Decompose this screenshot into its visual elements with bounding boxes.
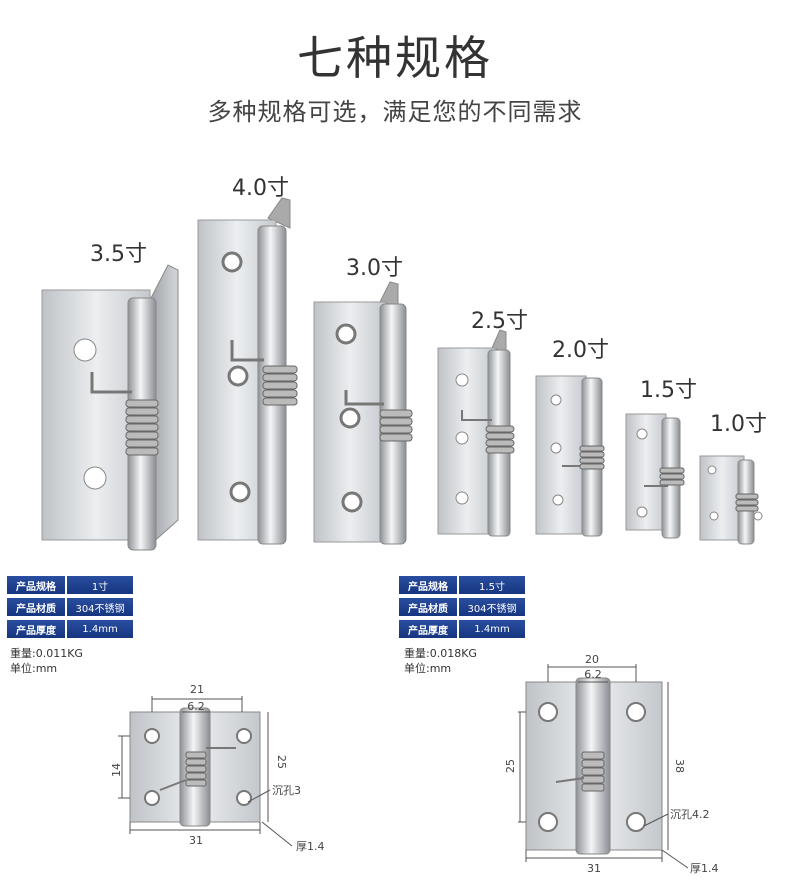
size-label-1-0: 1.0寸 [710,412,767,437]
dim-width-top: 21 [190,683,204,696]
dim-hole: 沉孔3 [272,784,301,797]
dim-height-right: 38 [673,759,686,773]
hinge-2-0 [535,375,605,537]
spec-key: 产品厚度 [398,619,458,639]
hinge-3-0 [313,281,413,545]
hinge-2-5 [437,329,515,537]
weight-text: 重量:0.011KG [10,647,83,660]
dim-barrel: 6.2 [584,668,602,681]
drawing-left: 21 6.2 14 25 沉孔3 31 厚1.4 [110,683,325,853]
dim-width-bottom: 31 [587,862,601,875]
spec-key: 产品厚度 [6,619,66,639]
page-subtitle: 多种规格可选，满足您的不同需求 [207,98,583,126]
spec-value: 1.4mm [66,619,134,639]
size-label-3-5: 3.5寸 [90,242,147,267]
spec-key: 产品材质 [398,597,458,617]
unit-text: 单位:mm [10,662,58,675]
spec-notes-right: 重量:0.018KG 单位:mm [404,646,477,676]
dim-hole: 沉孔4.2 [670,808,710,821]
weight-text: 重量:0.018KG [404,647,477,660]
spec-value: 304不锈钢 [458,597,526,617]
dim-thickness: 厚1.4 [296,840,325,853]
dim-thickness: 厚1.4 [690,862,719,875]
dim-height-right: 25 [275,755,288,769]
size-label-2-5: 2.5寸 [471,309,528,334]
hinge-1-5 [625,413,685,539]
hinge-4-0 [197,197,298,545]
drawing-right: 20 6.2 25 38 沉孔4.2 31 厚1.4 [504,653,719,875]
hinge-3-5 [41,264,179,551]
size-label-4-0: 4.0寸 [232,176,289,201]
spec-key: 产品规格 [398,575,458,595]
dim-width-top: 20 [585,653,599,666]
dim-width-bottom: 31 [189,834,203,847]
hinge-1-0 [699,455,763,545]
dim-barrel: 6.2 [187,700,205,713]
spec-key: 产品材质 [6,597,66,617]
size-label-2-0: 2.0寸 [552,338,609,363]
spec-value: 1寸 [66,575,134,595]
size-label-1-5: 1.5寸 [640,378,697,403]
spec-key: 产品规格 [6,575,66,595]
size-label-3-0: 3.0寸 [346,256,403,281]
dim-height-left: 25 [504,759,517,773]
spec-notes-left: 重量:0.011KG 单位:mm [10,646,83,676]
spec-value: 1.5寸 [458,575,526,595]
spec-value: 1.4mm [458,619,526,639]
unit-text: 单位:mm [404,662,452,675]
spec-value: 304不锈钢 [66,597,134,617]
page-title: 七种规格 [297,31,493,85]
dim-height-left: 14 [110,763,123,777]
